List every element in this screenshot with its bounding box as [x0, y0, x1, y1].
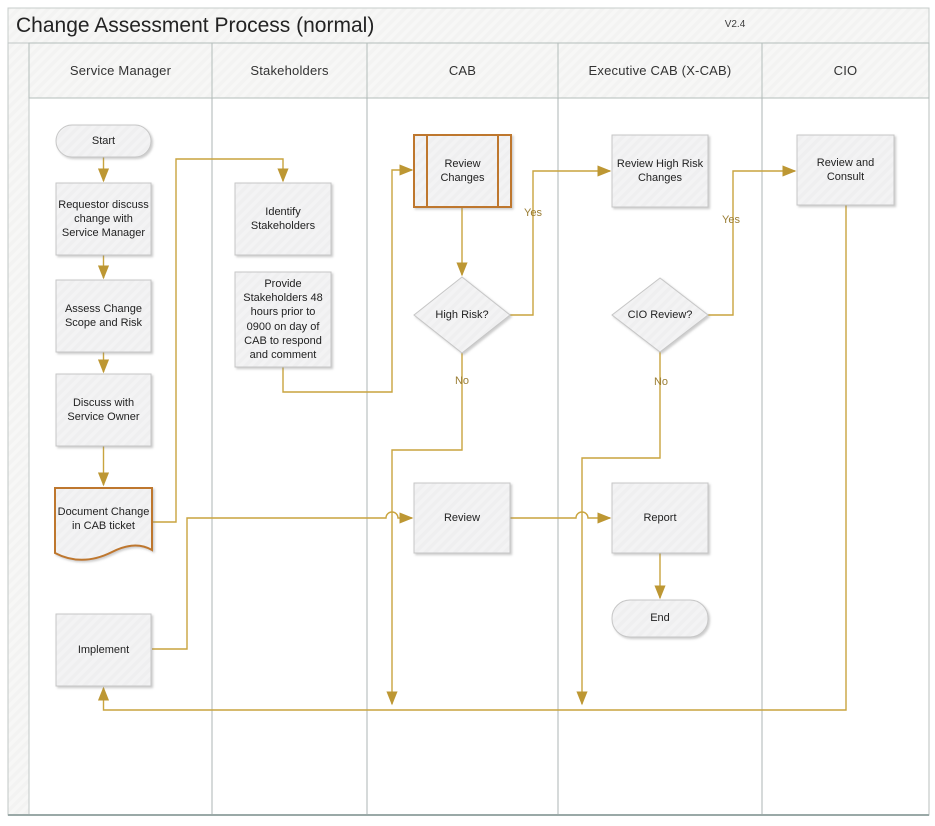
- node-start[interactable]: [55, 124, 152, 158]
- lane-header-cell-cio: [761, 42, 930, 99]
- connector-review-consult-return-to-implement: [97, 205, 847, 711]
- node-requestor-discuss[interactable]: [55, 182, 152, 256]
- node-review-and-consult[interactable]: [796, 134, 895, 206]
- node-implement[interactable]: [55, 613, 152, 687]
- lane-boundaries: [211, 98, 763, 815]
- node-provide-stakeholders[interactable]: [234, 271, 332, 368]
- node-assess-change[interactable]: [55, 279, 152, 353]
- connector-implement-to-review: [152, 511, 414, 650]
- connector-cio-review-no: [576, 352, 661, 706]
- connector-provide-to-review-changes: [282, 164, 414, 393]
- container-side-strip: [7, 42, 30, 816]
- connector-high-risk-yes: [510, 165, 612, 316]
- node-identify-stakeholders[interactable]: [234, 182, 332, 256]
- node-report[interactable]: [611, 482, 709, 554]
- connectors: [97, 157, 847, 711]
- connector-cio-review-yes: [708, 165, 797, 316]
- connector-high-risk-no: [386, 353, 463, 706]
- node-discuss-service-owner[interactable]: [55, 373, 152, 447]
- lane-header-cell-service-manager: [28, 42, 213, 99]
- connector-document-to-identify: [152, 158, 289, 523]
- node-review-high-risk[interactable]: [611, 134, 709, 208]
- node-review[interactable]: [413, 482, 511, 554]
- lane-header-cell-cab: [366, 42, 559, 99]
- node-end[interactable]: [611, 599, 709, 638]
- lane-header-cell-stakeholders: [211, 42, 368, 99]
- node-cio-review-decision[interactable]: [611, 277, 709, 353]
- lane-header-cell-xcab: [557, 42, 763, 99]
- node-document-change[interactable]: [54, 487, 153, 561]
- title-bar: [7, 7, 930, 44]
- node-review-changes[interactable]: [413, 134, 512, 208]
- node-high-risk-decision[interactable]: [413, 276, 511, 354]
